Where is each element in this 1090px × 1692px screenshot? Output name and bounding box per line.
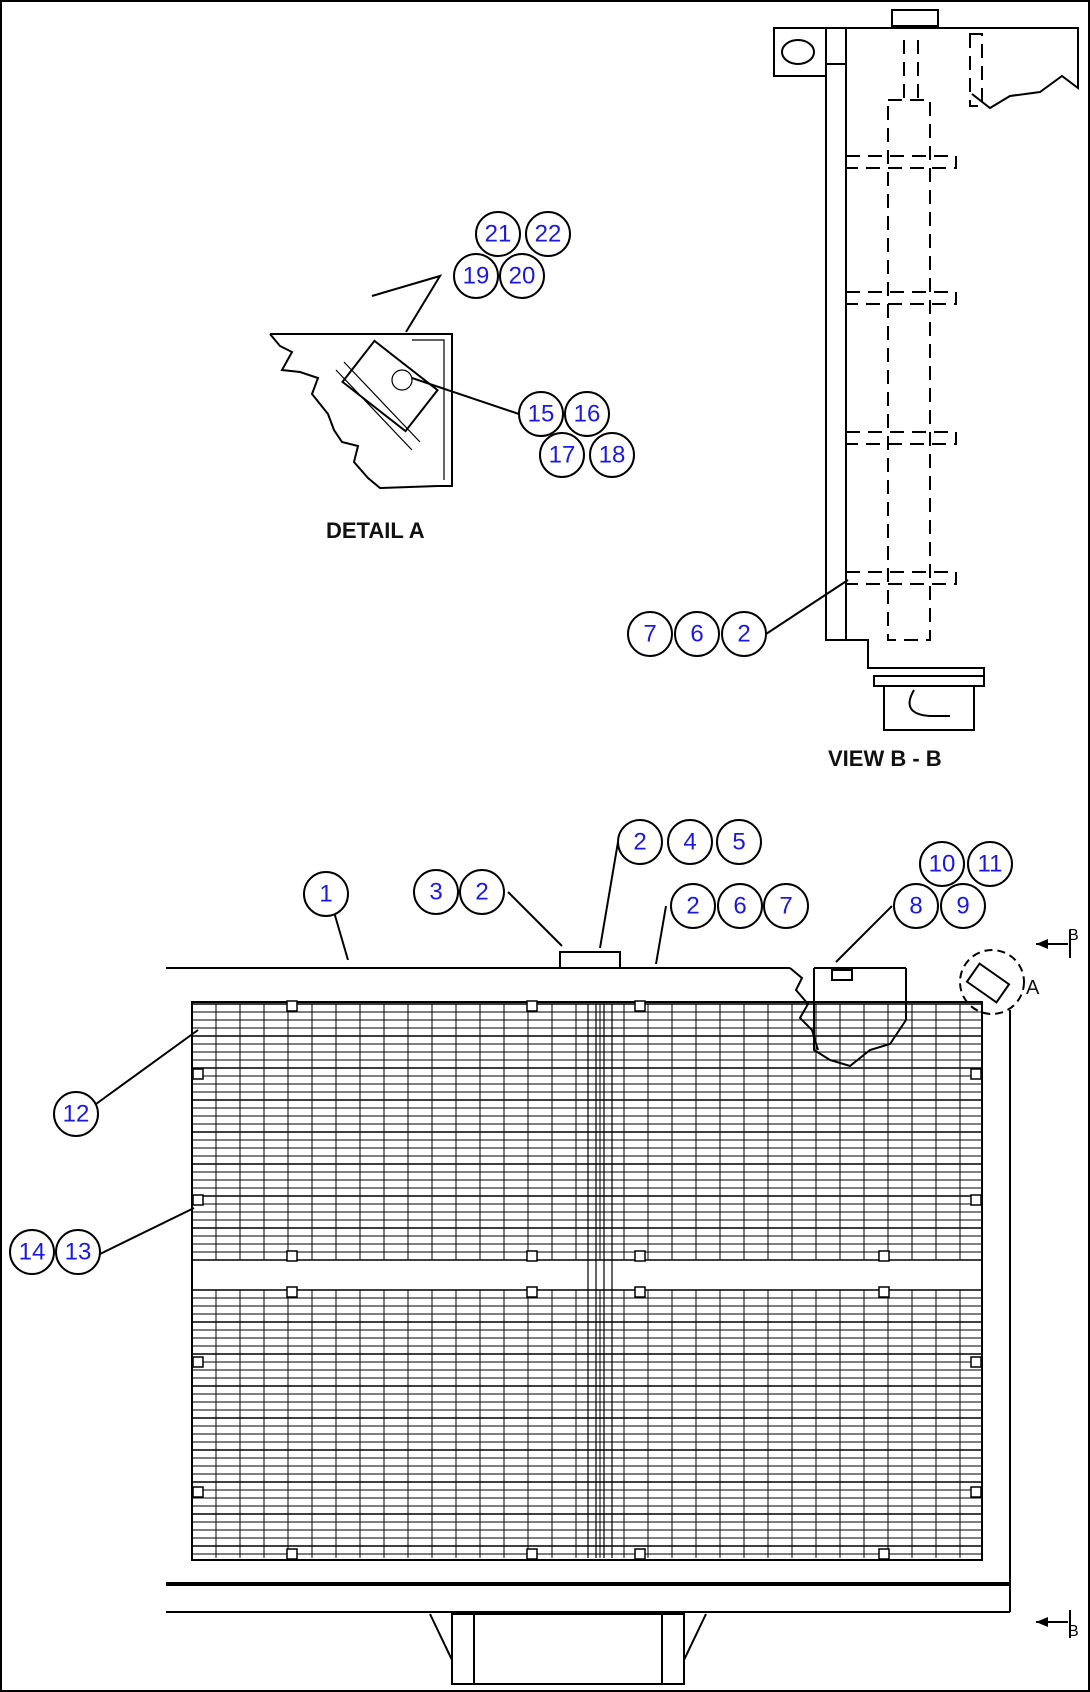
callouts: 21 22 19 20 15 16 17 18 7 6 2 2 4 5 1 3 … — [9, 211, 1013, 1275]
svg-text:2: 2 — [633, 829, 646, 856]
callout-21[interactable]: 21 — [475, 211, 521, 257]
callout-9[interactable]: 9 — [940, 883, 986, 929]
callout-14[interactable]: 14 — [9, 1229, 55, 1275]
svg-text:1: 1 — [319, 881, 332, 908]
fastener-tab — [526, 1250, 538, 1262]
svg-text:11: 11 — [978, 851, 1003, 878]
svg-text:2: 2 — [475, 879, 488, 906]
svg-text:19: 19 — [463, 263, 490, 290]
fastener-tab — [634, 1250, 646, 1262]
detail-label: DETAIL A — [326, 518, 425, 543]
callout-6[interactable]: 6 — [717, 883, 763, 929]
svg-text:2: 2 — [686, 893, 699, 920]
bracket-dashes — [845, 155, 957, 585]
fastener-tab — [192, 1356, 204, 1368]
fastener-tab — [526, 1000, 538, 1012]
callout-2-mid[interactable]: 2 — [670, 883, 716, 929]
view-b-b: VIEW B - B — [773, 9, 1079, 771]
callout-10[interactable]: 10 — [919, 841, 965, 887]
svg-text:13: 13 — [65, 1239, 92, 1266]
fastener-tab — [526, 1548, 538, 1560]
svg-text:6: 6 — [690, 621, 703, 648]
fastener-tab — [286, 1000, 298, 1012]
callout-13[interactable]: 13 — [55, 1229, 101, 1275]
fastener-tab — [878, 1286, 890, 1298]
fastener-tab — [634, 1548, 646, 1560]
svg-text:B: B — [1068, 927, 1079, 944]
svg-text:15: 15 — [528, 401, 555, 428]
fastener-tab — [286, 1548, 298, 1560]
fastener-tab — [192, 1194, 204, 1206]
svg-text:10: 10 — [929, 851, 956, 878]
leader-lines — [95, 274, 893, 1255]
grille — [191, 1000, 982, 1560]
svg-text:7: 7 — [643, 621, 656, 648]
svg-text:4: 4 — [683, 829, 696, 856]
fastener-tab — [634, 1286, 646, 1298]
svg-text:22: 22 — [535, 221, 562, 248]
section-arrow-bottom: B — [1036, 1610, 1079, 1640]
svg-text:7: 7 — [779, 893, 792, 920]
callout-18[interactable]: 18 — [589, 432, 635, 478]
svg-text:20: 20 — [509, 263, 536, 290]
callout-4[interactable]: 4 — [667, 819, 713, 865]
callout-1[interactable]: 1 — [303, 871, 349, 917]
detail-a-marker-circle — [959, 949, 1025, 1015]
detail-a: DETAIL A — [269, 333, 453, 543]
svg-text:B: B — [1068, 1623, 1079, 1640]
callout-16[interactable]: 16 — [564, 391, 610, 437]
fastener-tab — [970, 1486, 982, 1498]
svg-text:2: 2 — [737, 621, 750, 648]
fastener-tab — [878, 1250, 890, 1262]
callout-15[interactable]: 15 — [518, 391, 564, 437]
svg-text:14: 14 — [19, 1239, 46, 1266]
fastener-tab — [970, 1068, 982, 1080]
callout-8[interactable]: 8 — [893, 883, 939, 929]
callout-6-view[interactable]: 6 — [674, 611, 720, 657]
callout-20[interactable]: 20 — [499, 253, 545, 299]
callout-19[interactable]: 19 — [453, 253, 499, 299]
fastener-tab — [286, 1250, 298, 1262]
fastener-tab — [634, 1000, 646, 1012]
fastener-tab — [192, 1486, 204, 1498]
callout-17[interactable]: 17 — [539, 432, 585, 478]
callout-2-top[interactable]: 2 — [617, 819, 663, 865]
callout-7-view[interactable]: 7 — [627, 611, 673, 657]
svg-text:18: 18 — [599, 442, 626, 469]
svg-text:16: 16 — [574, 401, 601, 428]
fastener-tab — [970, 1194, 982, 1206]
svg-text:17: 17 — [549, 442, 576, 469]
fastener-tab — [970, 1356, 982, 1368]
fastener-tab — [878, 1548, 890, 1560]
svg-text:8: 8 — [909, 893, 922, 920]
callout-2-view[interactable]: 2 — [721, 611, 767, 657]
svg-text:21: 21 — [485, 221, 512, 248]
callout-5[interactable]: 5 — [716, 819, 762, 865]
callout-7[interactable]: 7 — [763, 883, 809, 929]
fastener-tab — [286, 1286, 298, 1298]
svg-text:12: 12 — [63, 1101, 90, 1128]
fastener-tab — [192, 1068, 204, 1080]
fastener-tab — [526, 1286, 538, 1298]
callout-3[interactable]: 3 — [413, 869, 459, 915]
callout-12[interactable]: 12 — [53, 1091, 99, 1137]
svg-text:3: 3 — [429, 879, 442, 906]
detail-a-marker-label: A — [1026, 977, 1040, 999]
svg-text:5: 5 — [732, 829, 745, 856]
section-arrow-top: B — [1036, 927, 1079, 958]
front-view: A B B — [166, 927, 1079, 1685]
view-label: VIEW B - B — [828, 746, 942, 771]
svg-text:9: 9 — [956, 893, 969, 920]
callout-22[interactable]: 22 — [525, 211, 571, 257]
callout-11[interactable]: 11 — [967, 841, 1013, 887]
svg-text:6: 6 — [733, 893, 746, 920]
callout-2-left[interactable]: 2 — [459, 869, 505, 915]
